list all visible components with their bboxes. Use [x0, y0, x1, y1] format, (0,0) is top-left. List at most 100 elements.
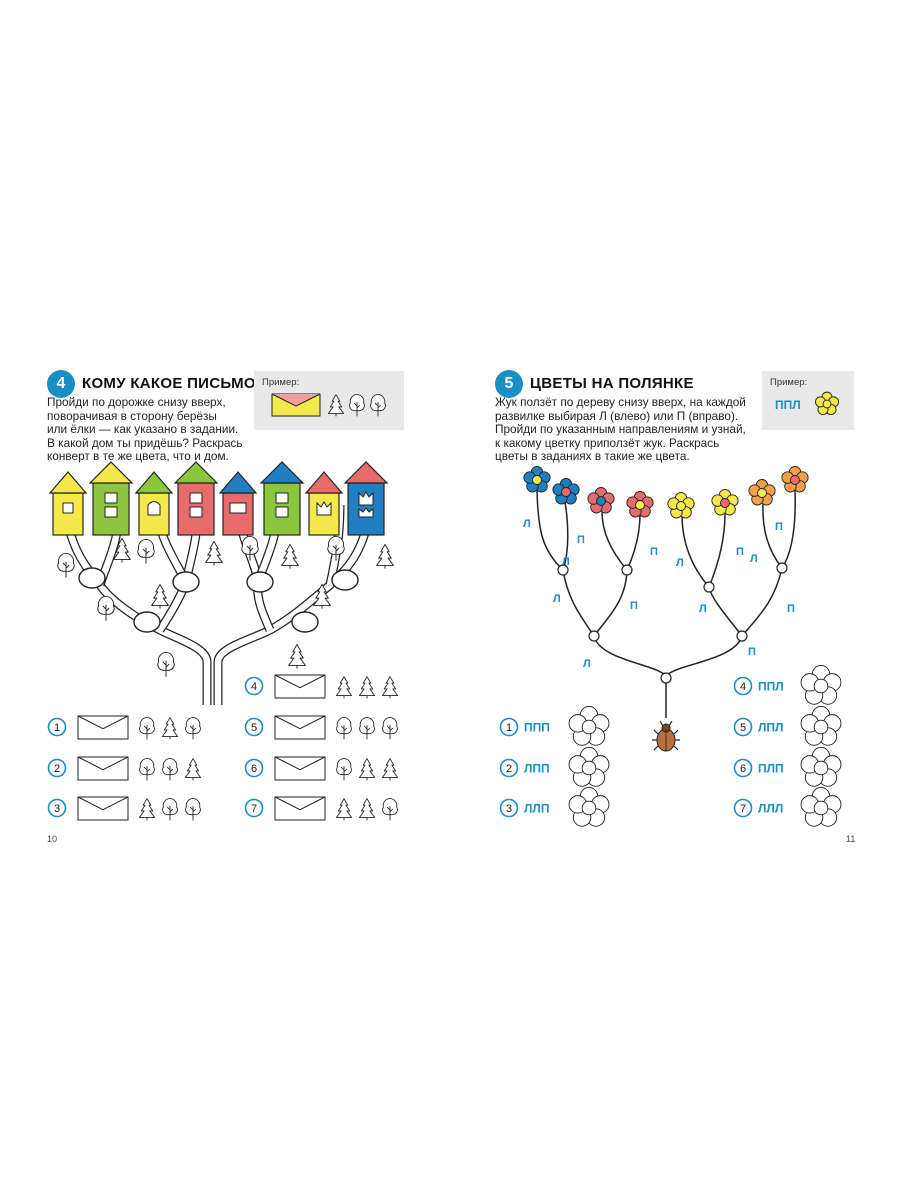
direction-letter: Л	[750, 553, 758, 565]
direction-letter: П	[787, 603, 795, 615]
tree-branch	[708, 586, 743, 637]
flower-icon	[711, 489, 739, 516]
flower-outline-icon	[568, 706, 610, 746]
task-number-circle: 2	[499, 758, 519, 778]
task-number-badge: 5	[495, 370, 523, 398]
branch-tree	[536, 489, 796, 718]
junction-node	[291, 611, 319, 633]
task-code: ППП	[524, 721, 550, 735]
task-row: 7 ЛЛЛ	[733, 787, 842, 827]
junction-node	[133, 611, 161, 633]
house-window	[104, 506, 118, 518]
house-roof	[259, 461, 305, 484]
flower-icon	[748, 479, 776, 506]
house-icon	[48, 471, 88, 536]
fir-tree-icon	[358, 758, 376, 781]
task-number: 5	[740, 722, 746, 734]
tree-branch	[781, 489, 796, 569]
birch-tree-icon	[336, 717, 352, 740]
fir-tree-icon	[138, 798, 156, 821]
task-number-circle: 4	[244, 676, 264, 696]
fir-tree-icon	[335, 798, 353, 821]
house-roof	[173, 461, 219, 484]
tree-branch	[562, 569, 595, 637]
birch-tree-icon	[139, 758, 155, 781]
flower-icon	[552, 478, 580, 505]
birch-tree-icon	[359, 717, 375, 740]
flower-outline-icon	[568, 747, 610, 787]
house-window	[316, 501, 332, 516]
junction-node	[78, 567, 106, 589]
beetle-legs	[652, 720, 680, 751]
direction-letter: Л	[699, 603, 707, 615]
house-window	[358, 507, 374, 518]
example-label: Пример:	[770, 377, 808, 388]
flower-outline-icon	[800, 747, 842, 787]
birch-tree-icon	[139, 717, 155, 740]
fir-tree-icon	[335, 676, 353, 699]
instruction-line: к какому цветку приползёт жук. Раскрась	[495, 435, 720, 450]
house-icon	[218, 471, 258, 536]
task-number: 3	[506, 803, 512, 815]
direction-letter: Л	[562, 556, 570, 568]
birch-tree-icon	[370, 394, 386, 417]
fir-tree-icon	[376, 543, 394, 569]
instruction-line: Жук ползёт по дереву снизу вверх, на каж…	[495, 395, 746, 409]
house-icon	[134, 471, 174, 536]
task-number-circle: 3	[47, 798, 67, 818]
task-code: ЛЛЛ	[758, 802, 783, 816]
direction-letter: П	[748, 646, 756, 658]
task-number-circle: 6	[244, 758, 264, 778]
flower-icon	[626, 491, 654, 518]
tree-branch	[626, 513, 641, 571]
flower-icon	[587, 487, 615, 514]
junction-node	[246, 571, 274, 593]
birch-tree-icon	[382, 798, 398, 821]
task-number: 4	[251, 681, 257, 693]
task-number-circle: 4	[733, 676, 753, 696]
direction-letter: Л	[553, 593, 561, 605]
task-title: КОМУ КАКОЕ ПИСЬМО?	[82, 375, 266, 392]
task-number-circle: 5	[733, 717, 753, 737]
house-roof	[88, 461, 134, 484]
direction-letter: П	[577, 534, 585, 546]
house-icon	[88, 461, 134, 536]
task-number-badge: 4	[47, 370, 75, 398]
fir-tree-icon	[205, 540, 223, 566]
envelope-icon	[274, 756, 326, 781]
envelope-icon	[77, 715, 129, 740]
direction-letter: П	[775, 521, 783, 533]
flower-outline-icon	[800, 787, 842, 827]
birch-tree-icon	[382, 717, 398, 740]
task-number: 7	[740, 803, 746, 815]
birch-tree-icon	[185, 717, 201, 740]
house-window	[275, 506, 289, 518]
house-window	[62, 502, 74, 514]
task-row: 4	[244, 674, 399, 699]
direction-letter: Л	[523, 518, 531, 530]
fir-tree-icon	[358, 798, 376, 821]
house-window	[229, 502, 247, 514]
instruction-line: развилке выбирая Л (влево) или П (вправо…	[495, 408, 739, 423]
house-window	[275, 492, 289, 504]
house-body	[52, 492, 84, 536]
tree-branch	[741, 567, 783, 637]
fir-tree-icon	[151, 583, 169, 609]
task-number: 2	[506, 763, 512, 775]
page-number: 11	[846, 834, 856, 844]
tree-branch	[536, 489, 564, 571]
task-title: ЦВЕТЫ НА ПОЛЯНКЕ	[530, 375, 694, 392]
task-row: 1	[47, 715, 201, 740]
task-number-circle: 7	[244, 798, 264, 818]
instruction-line: или ёлки — как указано в задании.	[47, 422, 239, 437]
fir-tree-icon	[327, 394, 345, 417]
flower-outline-icon	[800, 706, 842, 746]
birch-tree-icon	[185, 798, 201, 821]
house-icon	[343, 461, 389, 536]
house-window	[104, 492, 118, 504]
task-number-circle: 5	[244, 717, 264, 737]
